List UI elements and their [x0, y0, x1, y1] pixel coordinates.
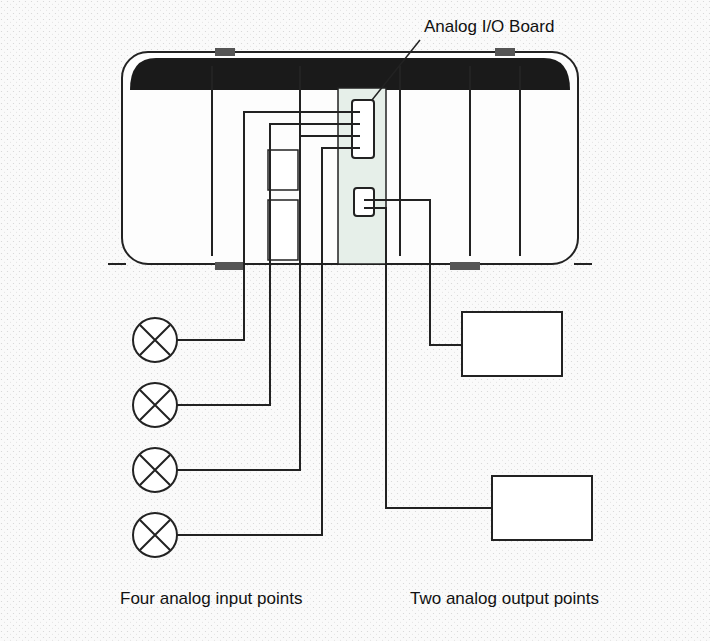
plc-rack	[108, 48, 592, 270]
input-caption: Four analog input points	[120, 590, 302, 609]
leader-line	[372, 40, 420, 100]
input-sensors	[133, 318, 177, 557]
output-devices	[462, 312, 592, 540]
output-caption: Two analog output points	[410, 590, 599, 609]
board-label: Analog I/O Board	[424, 18, 554, 37]
input-wires	[177, 112, 360, 535]
